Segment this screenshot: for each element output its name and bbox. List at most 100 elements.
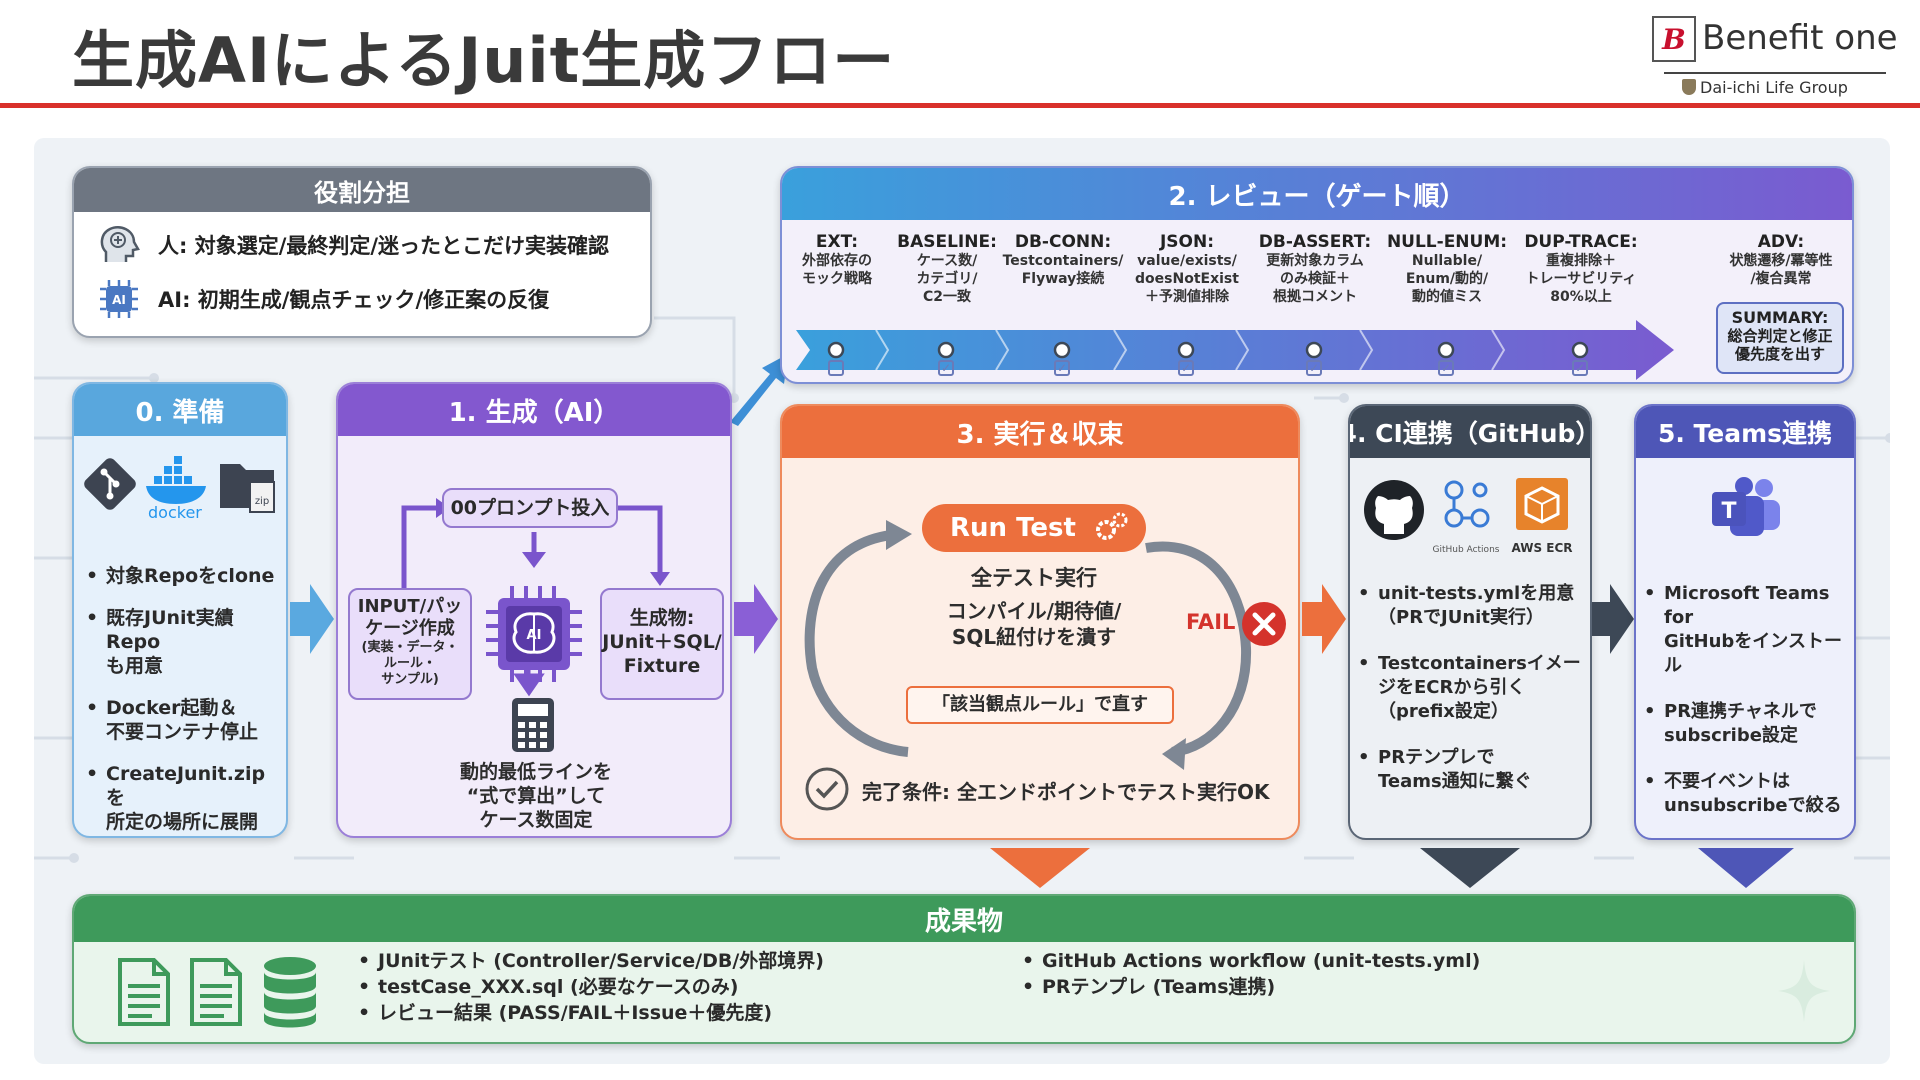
logo-mark: B (1652, 16, 1696, 62)
ci-card: 4. CI連携（GitHub） GitHub Actions AWS ECR u… (1348, 404, 1592, 840)
checkbox-checked-icon: ✓ (1054, 360, 1070, 376)
zip-label: zip (255, 496, 269, 507)
docker-label: docker (148, 503, 202, 522)
docker-icon: docker (146, 456, 206, 522)
role-ai: AI AI: 初期生成/観点チェック/修正案の反復 (96, 276, 549, 322)
gen-to-review-arrow (730, 354, 788, 426)
deliverables-list-right: GitHub Actions workflow (unit-tests.yml)… (1020, 948, 1580, 1000)
ai-chip-icon: AI (100, 280, 138, 318)
review-timeline-arrow (796, 320, 1674, 380)
review-gate-dup-trace: DUP-TRACE: 重複排除＋ トレーサビリティ 80%以上 (1524, 232, 1638, 305)
review-gate-null-enum: NULL-ENUM: Nullable/ Enum/動的/ 動的値ミス (1386, 232, 1508, 305)
checkbox-checked-icon: ✓ (1178, 360, 1194, 376)
review-summary-box: SUMMARY: 総合判定と修正 優先度を出す (1716, 302, 1844, 374)
list-item: testCase_XXX.sql (必要なケースのみ) (356, 974, 916, 1000)
run-card: 3. 実行＆収束 Run Test 全テスト実行 コンパイル/期待値/ SQL紐… (780, 404, 1300, 840)
ci-title: 4. CI連携（GitHub） (1350, 406, 1590, 458)
list-item: レビュー結果 (PASS/FAIL＋Issue＋優先度) (356, 1000, 916, 1026)
page-title: 生成AIによるJuit生成フロー (72, 24, 896, 97)
list-item: Docker起動＆不要コンテナ停止 (84, 696, 284, 744)
review-gate-baseline: BASELINE: ケース数/ カテゴリ/ C2一致 (897, 232, 997, 305)
list-item: unit-tests.ymlを用意（PRでJUnit実行） (1356, 582, 1586, 630)
prep-tools-icons: docker zip (84, 456, 275, 522)
logo-group: Dai-ichi Life Group (1682, 78, 1848, 97)
fail-label: FAIL (1186, 610, 1236, 634)
prep-card: 0. 準備 docker zip 対象Repoをclone 既存JUnit実績R… (72, 382, 288, 838)
database-icon (264, 957, 316, 1028)
microsoft-teams-icon: T (1712, 477, 1780, 536)
review-card: 2. レビュー（ゲート順） EXT: 外部依存の モック戦略 BASELINE:… (780, 166, 1854, 384)
flow-arrow-run-ci (1302, 584, 1346, 654)
chip-label: AI (527, 628, 542, 643)
github-actions-label: GitHub Actions (1433, 545, 1500, 555)
review-gate-adv: ADV: 状態遷移/冪等性 /複合異常 (1729, 232, 1833, 287)
down-arrow-run (990, 848, 1090, 888)
ci-list: unit-tests.ymlを用意（PRでJUnit実行） Testcontai… (1356, 582, 1586, 794)
circuit-background (34, 316, 1890, 863)
aws-ecr-icon (1516, 478, 1568, 530)
github-icon (1364, 480, 1424, 540)
benefit-one-logo: B Benefit one Dai-ichi Life Group (1652, 14, 1898, 104)
flow-arrow-prep-gen (290, 584, 334, 654)
role-human-text: 人: 対象選定/最終判定/迷ったとこだけ実装確認 (158, 234, 610, 258)
roles-title: 役割分担 (74, 168, 650, 212)
zip-folder-icon: zip (220, 464, 275, 513)
checkbox-checked-icon: ✓ (938, 360, 954, 376)
ai-chip-label: AI (112, 293, 126, 307)
review-gate-ext: EXT: 外部依存の モック戦略 (802, 232, 872, 287)
roles-card: 役割分担 人: 対象選定/最終判定/迷ったとこだけ実装確認 AI AI: 初期生… (72, 166, 652, 338)
header-divider (0, 103, 1920, 108)
ci-tool-icons: GitHub Actions AWS ECR (1364, 478, 1573, 555)
fix-rule-box: 「該当観点ルール」で直す (906, 686, 1174, 724)
list-item: JUnitテスト (Controller/Service/DB/外部境界) (356, 948, 916, 974)
deliverables-list-left: JUnitテスト (Controller/Service/DB/外部境界) te… (356, 948, 916, 1026)
flow-arrow-gen-run (734, 584, 778, 654)
calculator-icon (512, 698, 554, 752)
checkbox-checked-icon: ✓ (1438, 360, 1454, 376)
gear-icon (1096, 512, 1128, 540)
github-actions-icon (1444, 480, 1490, 528)
list-item: 対象Repoをclone (84, 564, 284, 588)
role-ai-text: AI: 初期生成/観点チェック/修正案の反復 (158, 288, 550, 312)
flow-arrow-ci-teams (1592, 584, 1634, 654)
review-gate-db-assert: DB-ASSERT: 更新対象カラム のみ検証＋ 根拠コメント (1258, 232, 1372, 305)
baseline-note: 動的最低ラインを “式で算出”して ケース数固定 (459, 761, 612, 831)
review-gate-db-conn: DB-CONN: Testcontainers/ Flyway接続 (1002, 232, 1124, 287)
output-box: 生成物: JUnit＋SQL/ Fixture (600, 588, 724, 700)
run-test-button: Run Test (922, 504, 1146, 552)
teams-letter: T (1721, 499, 1736, 524)
role-human: 人: 対象選定/最終判定/迷ったとこだけ実装確認 (96, 222, 609, 268)
ai-brain-chip-icon: AI (486, 586, 582, 682)
crush-errors-text: コンパイル/期待値/ SQL紐付けを潰す (946, 599, 1122, 649)
aws-ecr-label: AWS ECR (1511, 541, 1572, 555)
generation-title: 1. 生成（AI） (338, 384, 730, 436)
prep-title: 0. 準備 (74, 384, 286, 436)
deliverables-title: 成果物 (74, 896, 1854, 942)
sparkle-icon (1778, 960, 1830, 1022)
review-title: 2. レビュー（ゲート順） (782, 168, 1852, 220)
prompt-box: 00プロンプト投入 (442, 488, 618, 528)
checkbox-checked-icon: ✓ (1572, 360, 1588, 376)
teams-title: 5. Teams連携 (1636, 406, 1854, 458)
logo-group-text: Dai-ichi Life Group (1700, 78, 1848, 97)
list-item: GitHub Actions workflow (unit-tests.yml) (1020, 948, 1580, 974)
diagram-canvas: 役割分担 人: 対象選定/最終判定/迷ったとこだけ実装確認 AI AI: 初期生… (34, 138, 1890, 1064)
all-tests-text: 全テスト実行 (971, 566, 1097, 590)
fail-x-icon (1242, 602, 1286, 646)
checkbox-checked-icon: ✓ (1306, 360, 1322, 376)
human-head-icon (100, 225, 140, 262)
generation-card: 1. 生成（AI） 00プロンプト投入 INPUT/パッ ケージ作成 (実装・デ… (336, 382, 732, 838)
check-circle-icon (805, 767, 849, 811)
review-gate-json: JSON: value/exists/ doesNotExist ＋予測値排除 (1135, 232, 1239, 305)
document-icon (118, 958, 170, 1026)
run-loop-arrows (804, 520, 1252, 770)
teams-card: 5. Teams連携 T Microsoft Teams forGitHubをイ… (1634, 404, 1856, 840)
